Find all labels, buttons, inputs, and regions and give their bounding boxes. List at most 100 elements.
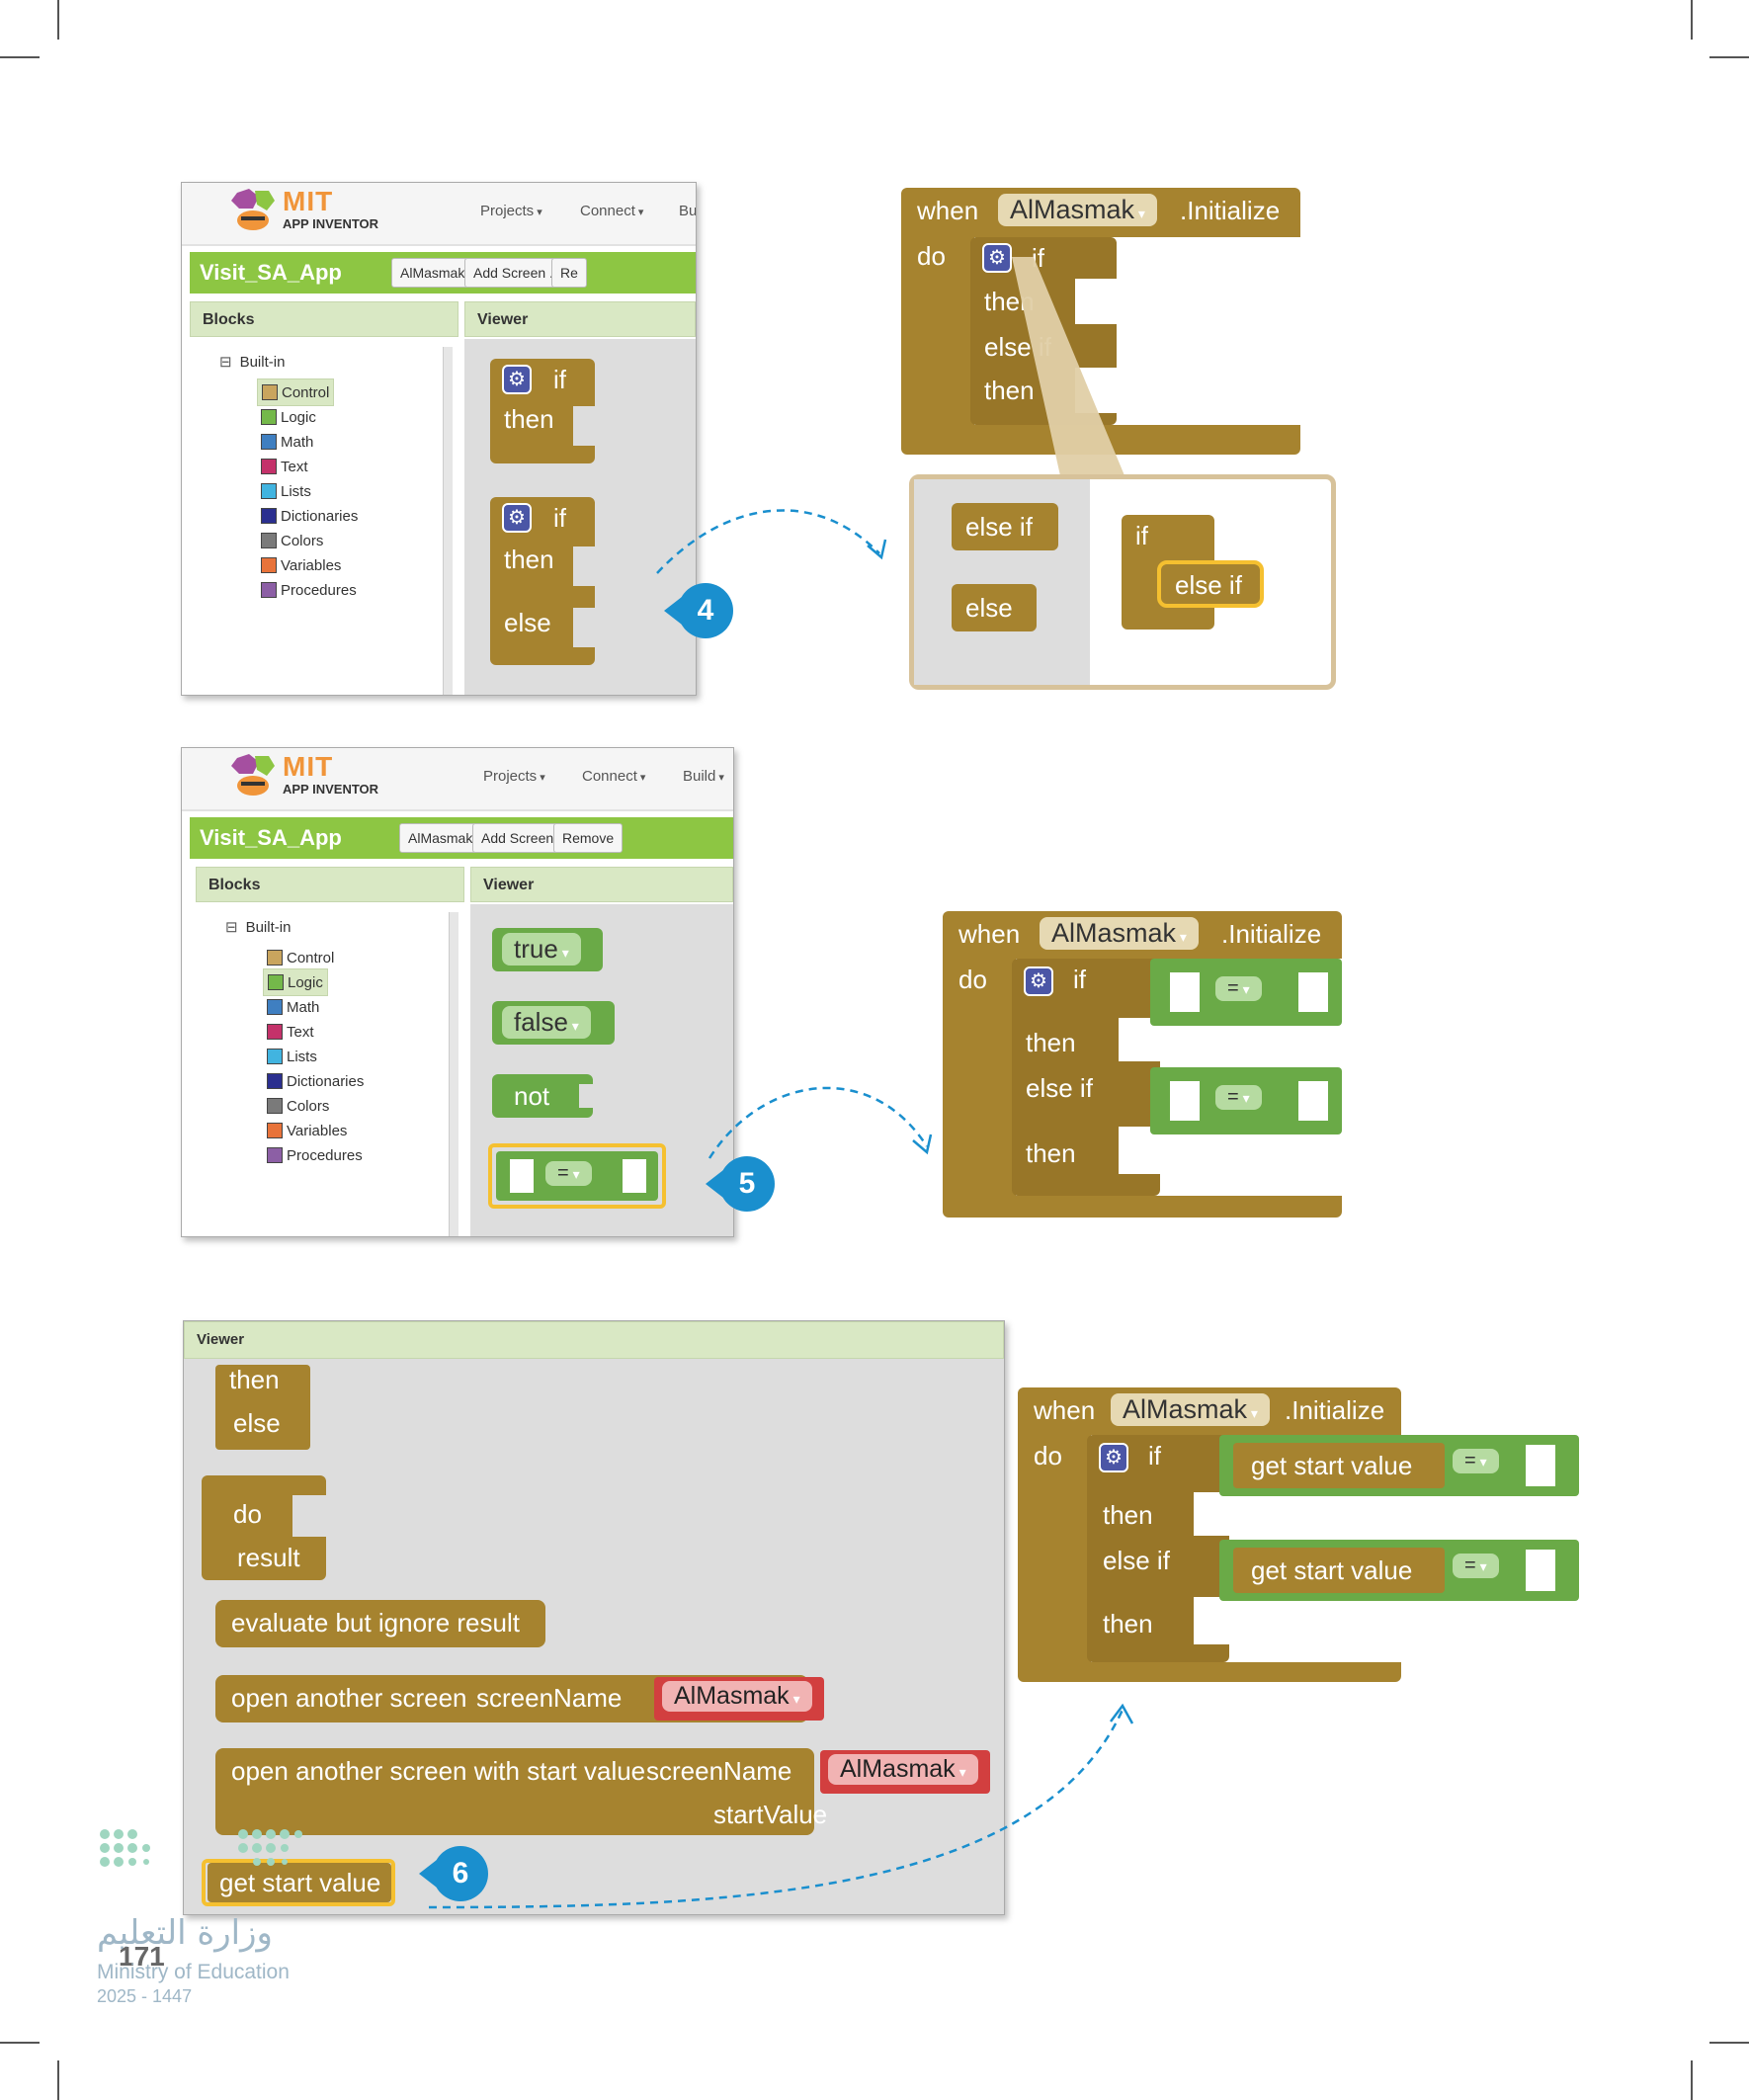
component-dropdown[interactable]: AlMasmak (998, 194, 1157, 226)
compare-block[interactable]: get start value = (1219, 1540, 1579, 1601)
true-block[interactable]: true (492, 928, 603, 971)
operator-dropdown[interactable]: = (1215, 976, 1262, 1001)
drawer-control[interactable]: Control (257, 378, 335, 406)
get-start-value-block[interactable]: get start value (1233, 1443, 1445, 1488)
do-result-block[interactable]: do result (202, 1475, 326, 1580)
drawer-lists[interactable]: Lists (257, 477, 315, 505)
if-then-block[interactable]: ⚙ if then (490, 359, 603, 463)
screen-name-block[interactable]: AlMasmak (820, 1750, 990, 1794)
tree-scrollbar[interactable] (449, 912, 458, 1236)
drawer-math[interactable]: Math (257, 428, 317, 456)
drawer-label: Text (287, 1023, 314, 1041)
else-if-option-block[interactable]: else if (952, 503, 1058, 550)
component-dropdown[interactable]: AlMasmak (1040, 917, 1199, 950)
input-socket (1170, 1081, 1200, 1121)
evaluate-block[interactable]: evaluate but ignore result (215, 1600, 545, 1647)
drawer-dictionaries[interactable]: Dictionaries (257, 502, 362, 530)
viewer-canvas: ⚙ if then ⚙ if then else (458, 339, 696, 695)
tree-scrollbar[interactable] (443, 347, 453, 695)
menu-build[interactable]: Build (683, 768, 724, 785)
get-start-value-block[interactable]: get start value (208, 1863, 391, 1902)
colors-swatch (267, 1098, 283, 1114)
drawer-label: Control (287, 949, 335, 966)
if-container-block[interactable]: if else if (1122, 515, 1264, 630)
drawer-variables[interactable]: Variables (257, 551, 345, 579)
component-dropdown[interactable]: AlMasmak (1111, 1393, 1270, 1426)
crop-mark (0, 56, 40, 58)
drawer-label: Procedures (281, 581, 357, 599)
else-if-slot-block[interactable]: else if (1157, 560, 1264, 608)
gear-icon[interactable]: ⚙ (1099, 1443, 1128, 1472)
get-start-value-block[interactable]: get start value (1233, 1548, 1445, 1593)
then-else-block[interactable]: then else (215, 1365, 310, 1450)
drawer-variables[interactable]: Variables (263, 1117, 351, 1144)
colors-swatch (261, 533, 277, 548)
else-if-label: else if (965, 512, 1033, 542)
text-swatch (261, 459, 277, 474)
crop-mark (57, 0, 59, 40)
drawer-math[interactable]: Math (263, 993, 323, 1021)
gear-icon[interactable]: ⚙ (502, 503, 532, 533)
drawer-colors[interactable]: Colors (263, 1092, 333, 1120)
menu-connect[interactable]: Connect (582, 768, 645, 785)
text-swatch (267, 1024, 283, 1040)
input-socket (1170, 972, 1200, 1012)
operator-dropdown[interactable]: = (1453, 1554, 1499, 1578)
viewer-header: Viewer (464, 301, 696, 337)
remove-screen-button[interactable]: Re (551, 258, 587, 288)
drawer-control[interactable]: Control (263, 944, 338, 971)
else-label: else (233, 1408, 281, 1438)
if-label: if (1073, 965, 1086, 994)
drawer-label: Text (281, 458, 308, 475)
drawer-text[interactable]: Text (263, 1018, 318, 1046)
drawer-text[interactable]: Text (257, 453, 312, 480)
drawer-label: Colors (287, 1097, 330, 1115)
open-screen-start-value-block[interactable]: open another screen with start value scr… (215, 1748, 827, 1835)
crop-mark (1709, 2042, 1749, 2044)
false-block[interactable]: false (492, 1001, 615, 1045)
drawer-procedures[interactable]: Procedures (263, 1141, 367, 1169)
true-dropdown[interactable]: true (502, 933, 581, 966)
when-initialize-block[interactable]: when AlMasmak .Initialize do ⚙ if then e… (1018, 1387, 1401, 1682)
drawer-colors[interactable]: Colors (257, 527, 327, 554)
when-initialize-block[interactable]: when AlMasmak .Initialize do ⚙ if then e… (943, 911, 1342, 1218)
builtin-node[interactable]: Built-in (219, 353, 286, 371)
operator-dropdown[interactable]: = (1215, 1085, 1262, 1110)
screen-name-block[interactable]: AlMasmak (654, 1677, 824, 1721)
screen-dropdown[interactable]: AlMasmak (828, 1754, 978, 1785)
drawer-label: Procedures (287, 1146, 363, 1164)
compare-block[interactable]: = (1150, 959, 1342, 1026)
compare-block[interactable]: get start value = (1219, 1435, 1579, 1496)
if-elseif-block[interactable]: ⚙ if then else if then (1087, 1435, 1229, 1662)
when-initialize-block[interactable]: when AlMasmak .Initialize do ⚙ if then e… (901, 188, 1300, 455)
false-dropdown[interactable]: false (502, 1006, 591, 1039)
crop-mark (1709, 56, 1749, 58)
operator-dropdown[interactable]: = (545, 1161, 592, 1186)
gear-icon[interactable]: ⚙ (982, 243, 1012, 273)
compare-block[interactable]: = (1150, 1067, 1342, 1134)
gear-icon[interactable]: ⚙ (502, 365, 532, 394)
screen-dropdown[interactable]: AlMasmak (662, 1681, 812, 1712)
drawer-lists[interactable]: Lists (263, 1043, 321, 1070)
builtin-node[interactable]: Built-in (225, 918, 292, 936)
menu-projects[interactable]: Projects (483, 768, 545, 785)
drawer-dictionaries[interactable]: Dictionaries (263, 1067, 368, 1095)
menu-projects[interactable]: Projects (480, 203, 542, 219)
drawer-logic[interactable]: Logic (257, 403, 320, 431)
if-then-else-block[interactable]: ⚙ if then else (490, 497, 603, 665)
compare-block[interactable]: = (496, 1151, 658, 1201)
else-option-block[interactable]: else (952, 584, 1037, 631)
operator-dropdown[interactable]: = (1453, 1449, 1499, 1473)
open-screen-block[interactable]: open another screen screenName AlMasmak (215, 1675, 824, 1722)
input-socket (623, 1159, 646, 1193)
remove-screen-button[interactable]: Remove (553, 823, 624, 853)
gear-icon[interactable]: ⚙ (1024, 966, 1053, 996)
get-start-value-label: get start value (1251, 1555, 1413, 1585)
drawer-procedures[interactable]: Procedures (257, 576, 361, 604)
drawer-logic[interactable]: Logic (263, 968, 328, 996)
menu-build[interactable]: Bu (679, 203, 696, 219)
else-label: else (504, 608, 551, 637)
not-block[interactable]: not (492, 1074, 593, 1118)
menu-connect[interactable]: Connect (580, 203, 643, 219)
if-elseif-block[interactable]: ⚙ if then else if then (1012, 959, 1160, 1196)
